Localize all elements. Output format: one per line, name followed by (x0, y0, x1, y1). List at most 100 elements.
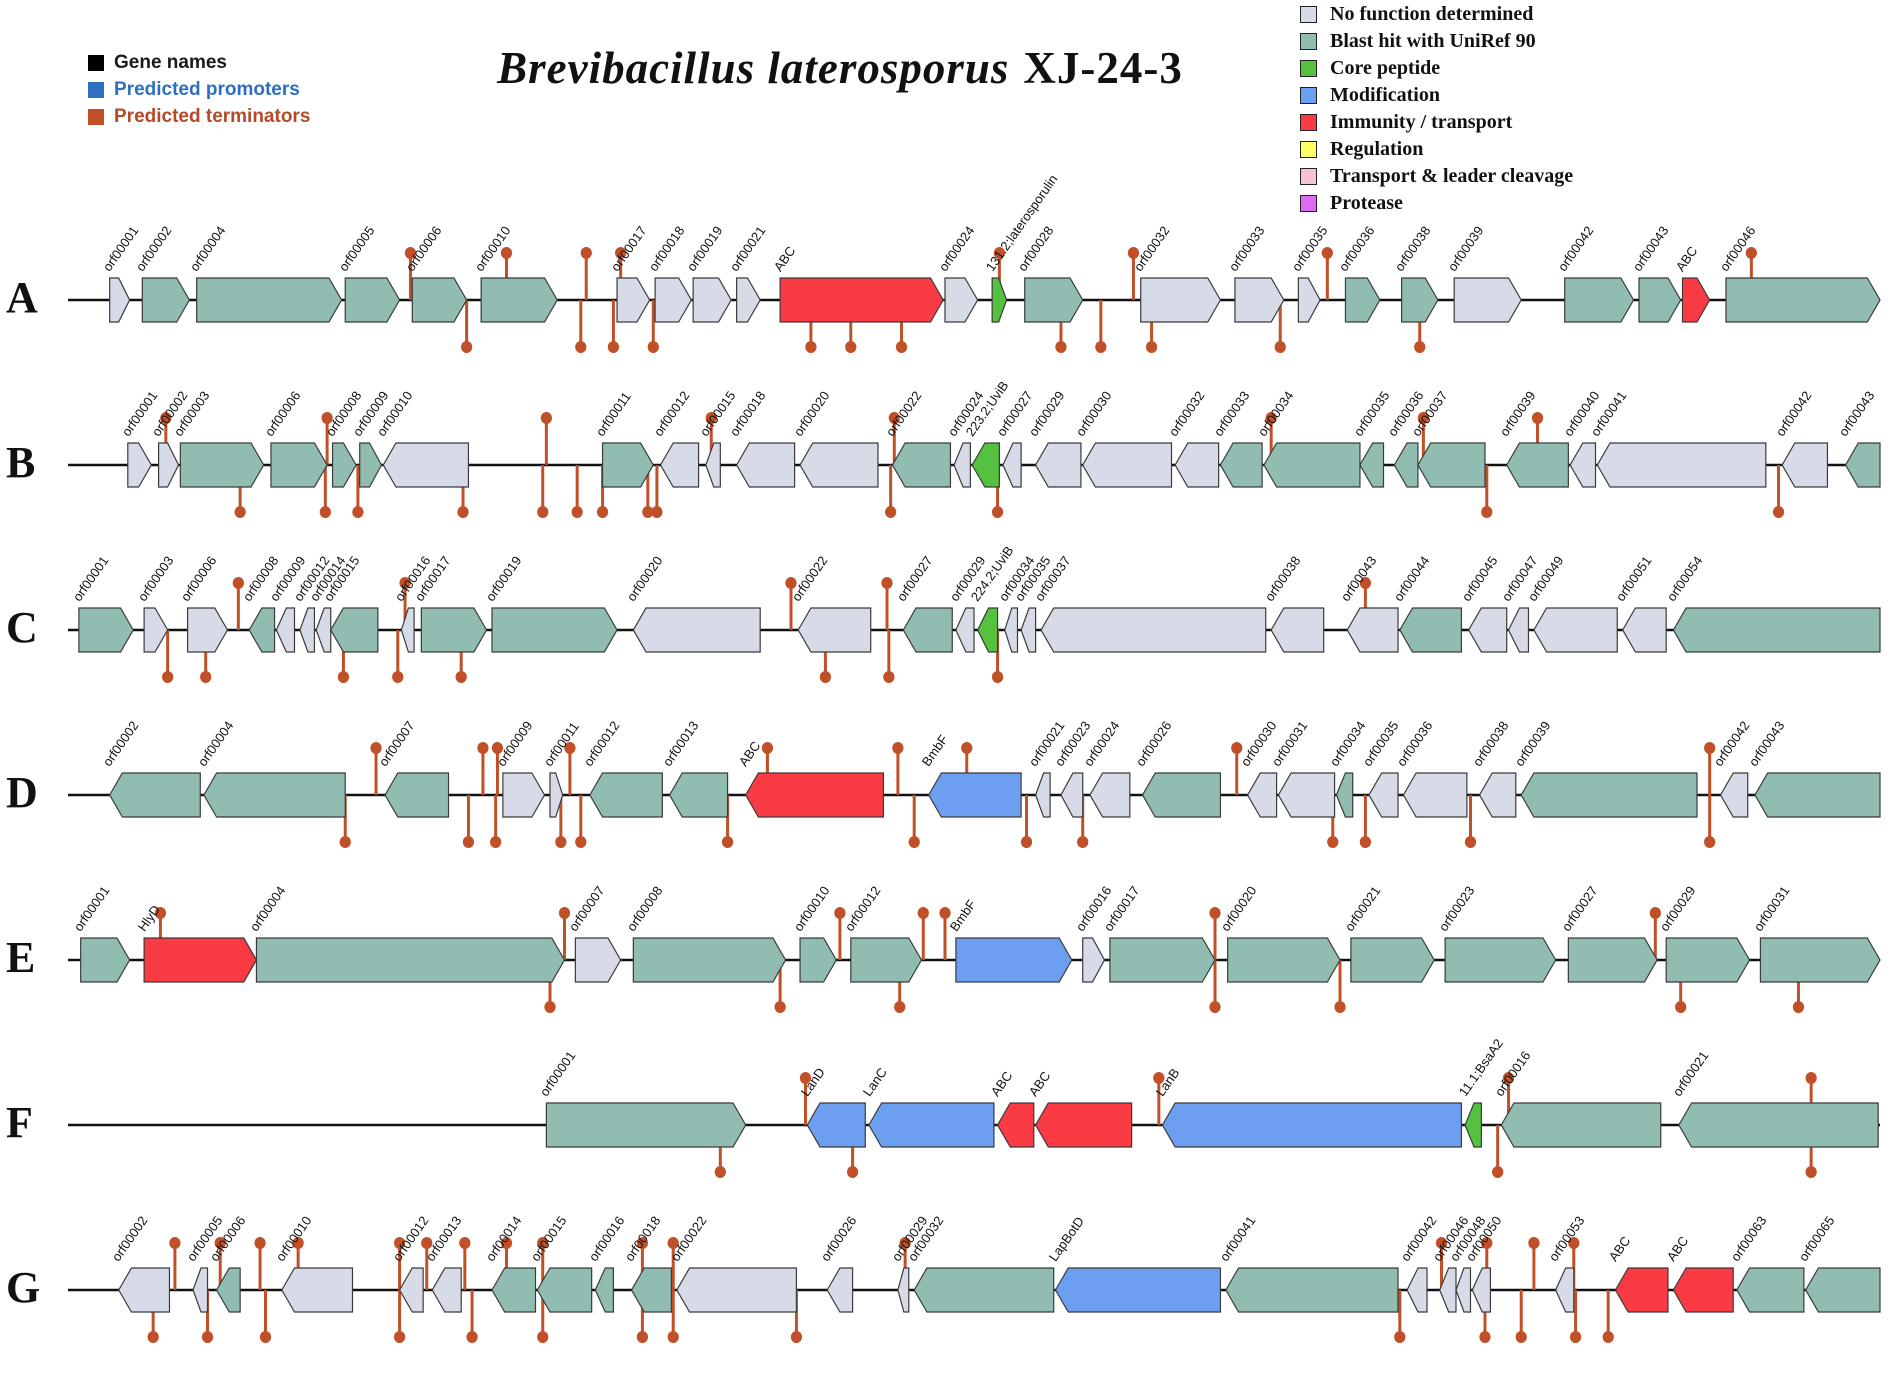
terminator-marker (1327, 836, 1339, 848)
terminator-marker (819, 671, 832, 683)
gene-arrow (193, 1268, 207, 1312)
gene-arrow (1162, 1103, 1461, 1147)
terminator-marker (580, 247, 592, 259)
terminator-marker (154, 907, 167, 919)
legend-right-label: Immunity / transport (1330, 111, 1513, 133)
terminator-marker (1095, 341, 1107, 353)
gene-arrow (633, 938, 785, 982)
legend-right-label: Blast hit with UniRef 90 (1330, 30, 1536, 52)
gene-arrow (1298, 278, 1320, 322)
terminator-marker (558, 907, 571, 919)
legend-left-item: Predicted terminators (88, 106, 310, 128)
gene-arrow (432, 1268, 461, 1312)
gene-arrow (1220, 443, 1262, 487)
terminator-marker (1265, 412, 1277, 424)
gene-arrow (1721, 773, 1748, 817)
terminator-marker (455, 671, 467, 683)
gene-arrow (1041, 608, 1266, 652)
terminator-marker (537, 1237, 549, 1249)
gene-arrow (992, 278, 1006, 322)
terminator-marker (1231, 742, 1243, 754)
terminator-marker (636, 1237, 649, 1249)
legend-right-item: Transport & leader cleavage (1300, 165, 1573, 188)
legend-swatch-icon (1300, 195, 1317, 212)
terminator-marker (667, 1331, 679, 1343)
terminator-marker (883, 671, 895, 683)
terminator-marker (490, 836, 502, 848)
gene-arrow (188, 608, 228, 652)
gene-arrow (737, 278, 761, 322)
terminator-marker (234, 506, 246, 518)
gene-arrow (421, 608, 486, 652)
gene-arrow (800, 443, 878, 487)
legend-right-item: Protease (1300, 192, 1573, 215)
gene-arrow (249, 608, 274, 652)
gene-arrow (1025, 278, 1083, 322)
terminator-marker (1153, 1072, 1165, 1084)
gene-arrow (603, 443, 654, 487)
terminator-marker (1805, 1166, 1817, 1178)
terminator-marker (1359, 836, 1372, 848)
terminator-marker (232, 577, 244, 589)
gene-arrow (807, 1103, 865, 1147)
genome-line-svg (68, 742, 1880, 848)
gene-arrow (1143, 773, 1221, 817)
gene-arrow (1465, 1103, 1481, 1147)
terminator-marker (908, 836, 920, 848)
gene-arrow (316, 608, 330, 652)
terminator-marker (462, 836, 475, 848)
terminator-marker (1321, 247, 1333, 259)
terminator-marker (917, 907, 929, 919)
gene-arrow (550, 773, 563, 817)
terminator-marker (607, 341, 620, 353)
gene-arrow (1394, 443, 1418, 487)
terminator-marker (162, 671, 174, 683)
terminator-marker (1077, 836, 1089, 848)
gene-arrow (81, 938, 130, 982)
terminator-marker (615, 247, 627, 259)
legend-right-label: Transport & leader cleavage (1330, 165, 1574, 187)
terminator-marker (636, 1331, 649, 1343)
gene-arrow (575, 938, 620, 982)
terminator-marker (1515, 1331, 1527, 1343)
strain-name: XJ-24-3 (1023, 43, 1183, 93)
gene-arrow (914, 1268, 1054, 1312)
terminator-marker (1492, 1166, 1504, 1178)
gene-arrow (800, 938, 836, 982)
terminator-marker (352, 506, 364, 518)
genome-line-svg (68, 247, 1880, 353)
terminator-marker (667, 1237, 679, 1249)
gene-arrow (1615, 1268, 1668, 1312)
gene-arrow (271, 443, 327, 487)
gene-arrow (1271, 608, 1324, 652)
terminator-marker (459, 1237, 471, 1249)
gene-arrow (632, 1268, 672, 1312)
terminator-marker (993, 247, 1005, 259)
terminator-marker (596, 506, 609, 518)
gene-arrow (1278, 773, 1334, 817)
gene-arrow (1673, 1268, 1733, 1312)
gene-arrow (1534, 608, 1617, 652)
terminator-marker (169, 1237, 181, 1249)
gene-arrow (1639, 278, 1681, 322)
gene-arrow (282, 1268, 353, 1312)
gene-arrow (954, 443, 970, 487)
terminator-marker (399, 577, 411, 589)
gene-arrow (661, 443, 699, 487)
gene-arrow (1440, 1268, 1456, 1312)
gene-arrow (1682, 278, 1709, 322)
gene-arrow (1445, 938, 1556, 982)
gene-arrow (1623, 608, 1666, 652)
legend-right-item: Blast hit with UniRef 90 (1300, 30, 1573, 53)
gene-arrow (401, 608, 414, 652)
terminator-marker (642, 506, 654, 518)
gene-arrow (851, 938, 922, 982)
terminator-marker (200, 671, 212, 683)
terminator-marker (1414, 341, 1426, 353)
gene-arrow (492, 1268, 535, 1312)
terminator-marker (337, 671, 350, 683)
gene-arrow (1782, 443, 1827, 487)
